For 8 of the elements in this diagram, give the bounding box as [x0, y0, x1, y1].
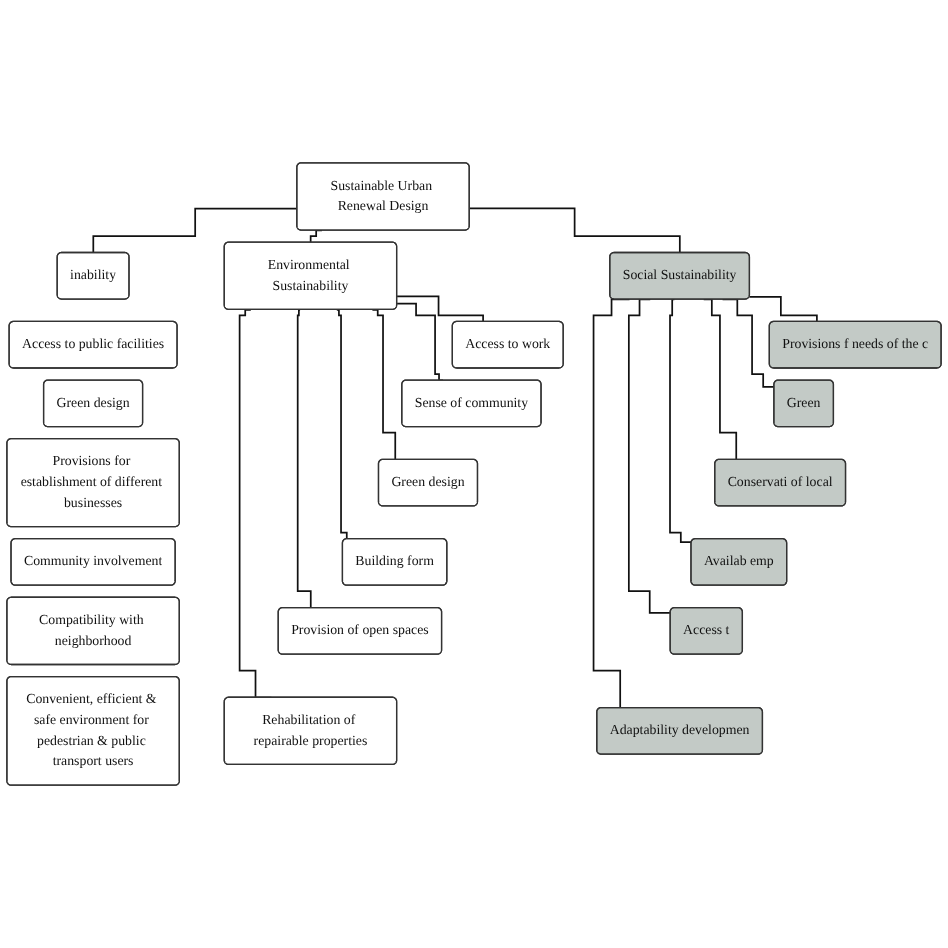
connector: [628, 298, 672, 614]
connector: [396, 295, 488, 323]
connector: [468, 207, 681, 254]
connector: [748, 296, 823, 323]
connector: [335, 308, 354, 540]
connector: [92, 207, 299, 254]
connector: [396, 302, 444, 382]
connector: [669, 298, 693, 543]
